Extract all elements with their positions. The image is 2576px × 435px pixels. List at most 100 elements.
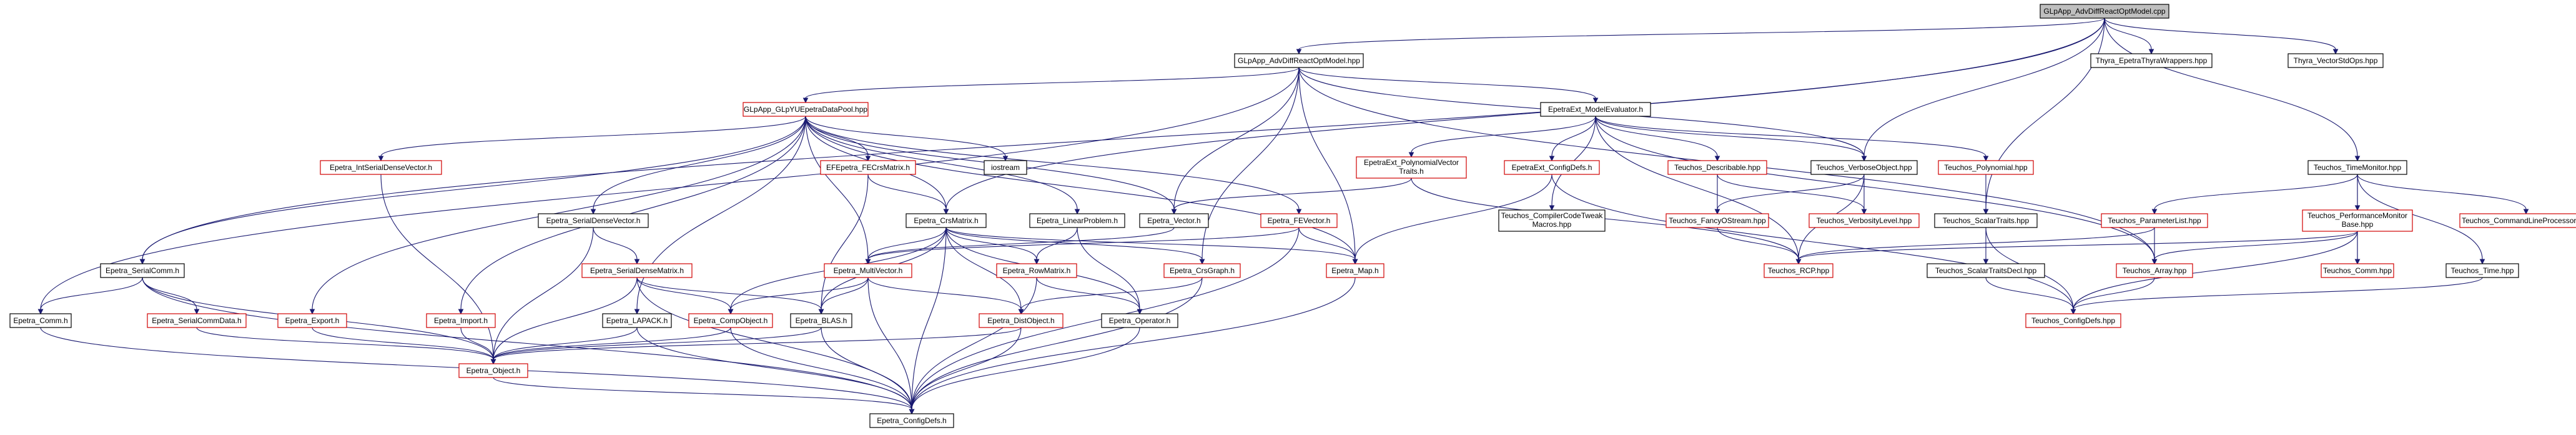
node-stDecl[interactable]: Teuchos_ScalarTraitsDecl.hpp (1927, 263, 2045, 278)
edge-glpYU-to-fevector (805, 116, 1302, 215)
node-export[interactable]: Epetra_Export.h (277, 313, 347, 328)
node-sdv[interactable]: Epetra_SerialDenseVector.h (538, 213, 649, 228)
node-blas[interactable]: Epetra_BLAS.h (790, 313, 852, 328)
edge-timeMon-to-paramList (2151, 174, 2358, 215)
node-box (9, 313, 72, 328)
edge-serialComm-to-scd (142, 277, 200, 315)
edge-glpYU-to-export (309, 116, 806, 315)
node-multiVec[interactable]: Epetra_MultiVector.h (824, 263, 912, 278)
node-box (2287, 53, 2384, 68)
node-label: EpetraExt_PolynomialVector (1364, 158, 1459, 167)
node-box (1260, 213, 1338, 228)
node-array[interactable]: Teuchos_Array.hpp (2116, 263, 2193, 278)
edge-linProb-to-rowMatrix (1034, 227, 1078, 265)
node-scd[interactable]: Epetra_SerialCommData.h (147, 313, 247, 328)
edge-scalarTraits-to-stDecl (1983, 228, 1989, 265)
node-rowMatrix[interactable]: Epetra_RowMatrix.h (996, 263, 1077, 278)
node-map[interactable]: Epetra_Map.h (1326, 263, 1384, 278)
node-fevector[interactable]: Epetra_FEVector.h (1260, 213, 1338, 228)
node-glpYU[interactable]: GLpApp_GLpYUEpetraDataPool.hpp (743, 102, 869, 117)
node-crsMatrix[interactable]: Epetra_CrsMatrix.h (906, 213, 987, 228)
node-root[interactable]: GLpApp_AdvDiffReactOptModel.cpp (2040, 4, 2169, 19)
node-label: Teuchos_Array.hpp (2123, 266, 2187, 275)
edge-advHpp-to-vector (1171, 67, 1300, 215)
node-label: Epetra_ConfigDefs.h (877, 416, 946, 425)
node-operator[interactable]: Epetra_Operator.h (1101, 313, 1178, 328)
node-advHpp[interactable]: GLpApp_AdvDiffReactOptModel.hpp (1234, 53, 1364, 68)
edge-eeConfig-to-tConfig (1551, 174, 2076, 315)
node-distObj[interactable]: Epetra_DistObject.h (979, 313, 1063, 328)
node-cmdLine[interactable]: Teuchos_CommandLineProcessor.hpp (2459, 213, 2576, 228)
node-timeMon[interactable]: Teuchos_TimeMonitor.hpp (2307, 160, 2407, 175)
edge-crsGraph-to-distObj (1018, 277, 1203, 315)
node-tTime[interactable]: Teuchos_Time.hpp (2445, 263, 2519, 278)
edge-verboseObj-to-fancy (1714, 174, 1865, 215)
node-tConfig[interactable]: Teuchos_ConfigDefs.hpp (2025, 313, 2121, 328)
node-crsGraph[interactable]: Epetra_CrsGraph.h (1163, 263, 1241, 278)
edge-root-to-thyraEW (2104, 18, 2154, 55)
node-box (2040, 4, 2169, 19)
node-label: Epetra_Import.h (434, 316, 488, 325)
edge-sdv-to-object (490, 227, 594, 365)
node-box (869, 413, 954, 428)
node-box (2459, 213, 2576, 228)
node-fecrs[interactable]: EFEpetra_FECrsMatrix.h (820, 160, 916, 175)
node-vector[interactable]: Epetra_Vector.h (1139, 213, 1209, 228)
node-polynomial[interactable]: Teuchos_Polynomial.hpp (1938, 160, 2034, 175)
node-label: Teuchos_RCP.hpp (1768, 266, 1830, 275)
node-tComm[interactable]: Teuchos_Comm.hpp (2321, 263, 2394, 278)
node-box (100, 263, 185, 278)
edge-polynomial-to-scalarTraits (1983, 174, 1989, 215)
node-object[interactable]: Epetra_Object.h (458, 363, 528, 378)
node-sdm[interactable]: Epetra_SerialDenseMatrix.h (581, 263, 693, 278)
node-box (1504, 160, 1600, 175)
node-box (790, 313, 852, 328)
node-rcp[interactable]: Teuchos_RCP.hpp (1764, 263, 1833, 278)
edge-multiVec-to-config (867, 277, 915, 415)
node-intSDV[interactable]: Epetra_IntSerialDenseVector.h (320, 160, 442, 175)
node-label: Epetra_LinearProblem.h (1037, 216, 1118, 225)
edge-describable-to-verbLevel (1717, 174, 1867, 215)
node-linProb[interactable]: Epetra_LinearProblem.h (1029, 213, 1125, 228)
node-fancy[interactable]: Teuchos_FancyOStream.hpp (1666, 213, 1769, 228)
edge-modelEval-to-describable (1595, 116, 1720, 162)
node-eeConfig[interactable]: EpetraExt_ConfigDefs.h (1504, 160, 1600, 175)
node-label: Epetra_Map.h (1331, 266, 1378, 275)
edges-layer (37, 18, 2529, 415)
node-box (426, 313, 496, 328)
node-box (1938, 160, 2034, 175)
node-serialComm[interactable]: Epetra_SerialComm.h (100, 263, 185, 278)
node-config[interactable]: Epetra_ConfigDefs.h (869, 413, 954, 428)
node-describable[interactable]: Teuchos_Describable.hpp (1667, 160, 1767, 175)
node-verboseObj[interactable]: Teuchos_VerboseObject.hpp (1810, 160, 1918, 175)
node-box (2090, 53, 2213, 68)
edge-glpYU-to-serialComm (139, 116, 806, 265)
node-verbLevel[interactable]: Teuchos_VerbosityLevel.hpp (1809, 213, 1920, 228)
node-paramList[interactable]: Teuchos_ParameterList.hpp (2101, 213, 2208, 228)
edge-modelEval-to-eeConfig (1549, 116, 1596, 162)
node-label: Teuchos_Time.hpp (2451, 266, 2514, 275)
edge-root-to-verboseObj (1861, 18, 2105, 162)
node-box (996, 263, 1077, 278)
edge-glpYU-to-import (458, 116, 806, 315)
node-label: Epetra_DistObject.h (987, 316, 1054, 325)
node-label: Teuchos_FancyOStream.hpp (1669, 216, 1766, 225)
node-label: Epetra_RowMatrix.h (1003, 266, 1071, 275)
edge-distObj-to-config (909, 327, 1022, 415)
node-lapack[interactable]: Epetra_LAPACK.h (602, 313, 672, 328)
edge-advHpp-to-modelEval (1298, 67, 1599, 104)
node-box (1810, 160, 1918, 175)
edge-map-to-config (909, 277, 1356, 415)
node-box (320, 160, 442, 175)
node-comm[interactable]: Epetra_Comm.h (9, 313, 72, 328)
node-box (1934, 213, 2038, 228)
node-scalarTraits[interactable]: Teuchos_ScalarTraits.hpp (1934, 213, 2038, 228)
node-import[interactable]: Epetra_Import.h (426, 313, 496, 328)
node-modelEval[interactable]: EpetraExt_ModelEvaluator.h (1540, 102, 1651, 117)
node-iostream: iostream (984, 160, 1027, 175)
node-box (1927, 263, 2045, 278)
node-compObj[interactable]: Epetra_CompObject.h (688, 313, 773, 328)
